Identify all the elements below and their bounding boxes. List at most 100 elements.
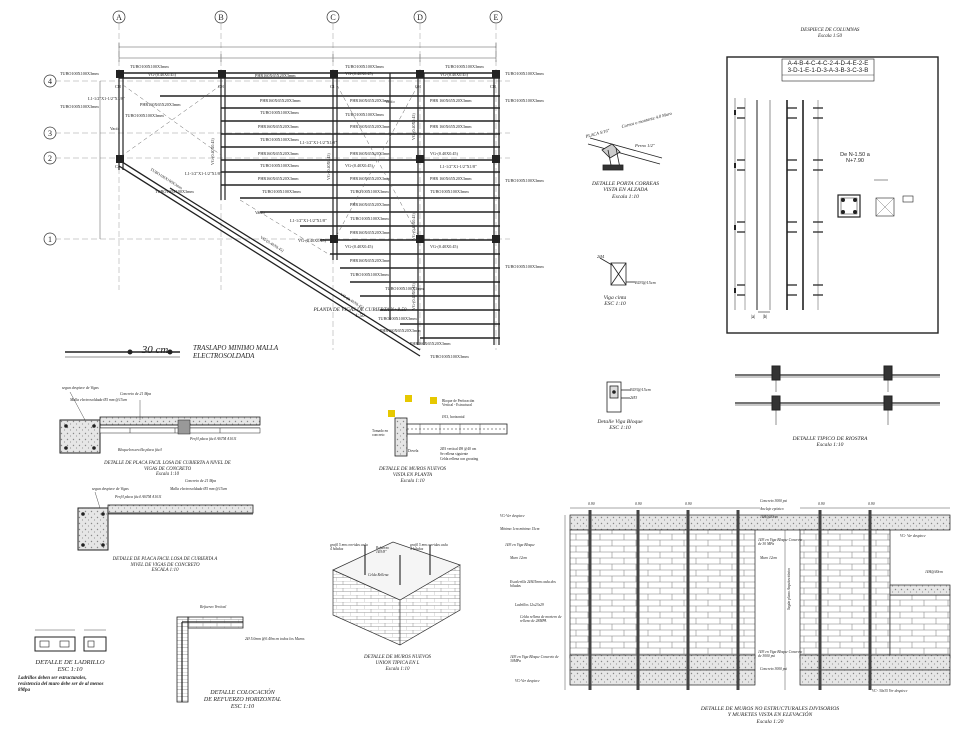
elev-left-0: VG-Ver despiece: [500, 514, 525, 518]
svg-text:Bloque de Perforación: Bloque de Perforación: [442, 399, 475, 403]
svg-text:PHR160X65X20X3mm: PHR160X65X20X3mm: [350, 124, 391, 129]
svg-text:L1-1/2"X1-1/2"X1/8": L1-1/2"X1-1/2"X1/8": [440, 164, 477, 169]
svg-text:L1-1/2"X1-1/2"X1/8": L1-1/2"X1-1/2"X1/8": [290, 218, 327, 223]
svg-text:PHR160X65X20X3mm: PHR160X65X20X3mm: [350, 258, 391, 263]
svg-text:VG-(0.40X0.45): VG-(0.40X0.45): [210, 138, 215, 165]
svg-text:CH: CH: [490, 84, 496, 89]
placa-losa-1-drawing: [59, 391, 261, 454]
svg-text:VG-(0.40X0.45): VG-(0.40X0.45): [345, 71, 374, 76]
svg-text:CH: CH: [218, 84, 224, 89]
refuerzo-note-1: 2Ø 5.0mm @0.40m en todos los Muros: [245, 637, 305, 641]
svg-text:Vacío: Vacío: [255, 210, 265, 215]
muros-planta-title: DETALLE DE MUROS NUEVOS VISTA EN PLANTA …: [378, 467, 447, 484]
svg-text:TUBO100X100X3mm: TUBO100X100X3mm: [260, 110, 299, 115]
elev-left-2: 1Ø3 en Viga Bloque: [505, 543, 535, 547]
svg-text:VG-(0.40X0.45): VG-(0.40X0.45): [148, 72, 177, 77]
svg-text:TUBO100X100X3mm: TUBO100X100X3mm: [260, 163, 299, 168]
union-note-3: grafil 5 mm corridas cada 4 hiladas: [410, 543, 448, 552]
placa-1-note-0: segun despiece de Vigas: [62, 386, 99, 390]
svg-text:PHR160X65X20X3mm: PHR160X65X20X3mm: [258, 176, 299, 181]
elev-right-2: 1Ø4@40cm: [760, 515, 778, 519]
svg-text:EØ3@15cm: EØ3@15cm: [629, 387, 651, 392]
svg-text:PHR160X65X20X3mm: PHR160X65X20X3mm: [350, 202, 391, 207]
refuerzo-note-0: Refuerzo Vertical: [200, 605, 227, 609]
svg-text:0.90: 0.90: [868, 502, 875, 506]
svg-text:concreto: concreto: [372, 433, 385, 437]
placa-1-note-2: Malla electrosoldada Ø5 mm @15cm: [70, 398, 128, 402]
svg-text:PHR160X65X20X3mm: PHR160X65X20X3mm: [260, 98, 301, 103]
elev-right-6: 1Ø4@40cm: [925, 570, 943, 574]
svg-text:0.90: 0.90: [818, 502, 825, 506]
placa-1-note-1: Concreto de 21 Mpa: [120, 392, 152, 396]
svg-text:Ø13, horizontal: Ø13, horizontal: [442, 415, 465, 420]
svg-text:C4: C4: [115, 164, 121, 169]
muros-planta-drawing: [388, 395, 508, 457]
elev-left-7: 1Ø3 en Viga Bloque Concreto de 30MPa: [510, 655, 559, 664]
refuerzo-drawing: [176, 616, 244, 703]
grid-col-a: A: [116, 13, 122, 22]
elev-left-5: Ladrillos 12x23x29: [515, 603, 544, 607]
svg-text:VG-(0.40X0.45): VG-(0.40X0.45): [440, 72, 469, 77]
placa-2-note-2: Malla electrosoldada Ø5 mm @15cm: [170, 487, 228, 491]
placa-losa-1-title: DETALLE DE PLACA FACIL LOSA DE CUBIERTA …: [104, 461, 231, 478]
svg-text:2Ø3 vertical Ø8 @40 cm: 2Ø3 vertical Ø8 @40 cm: [440, 447, 476, 451]
plan-drawing: TUBO100X100X3mm VG-(0.40X0.45) PHR160X65…: [43, 10, 544, 359]
column-schedule-header-2: 3-D-1-E-1-D-3-A-3-B-3-C-3-B: [787, 67, 869, 74]
svg-text:TUBO100X100X3mm: TUBO100X100X3mm: [260, 137, 299, 142]
svg-text:TUBO100X100X3mm: TUBO100X100X3mm: [505, 98, 544, 103]
elev-right-1: Anclaje epóxico: [760, 507, 784, 511]
placa-losa-2-title: DETALLE DE PLACA FACIL LOSA DE CUBIERTA …: [112, 557, 218, 574]
svg-text:PHR160X65X20X3mm: PHR160X65X20X3mm: [350, 176, 391, 181]
svg-text:VG-(0.40X0.45): VG-(0.40X0.45): [430, 151, 459, 156]
svg-text:VG-(0.40X0.45): VG-(0.40X0.45): [345, 244, 374, 249]
union-note-2: Celda Rellena: [368, 573, 389, 577]
column-schedule-header-1: A-4-B-4-C-4-C-2-4-D-4-E-2-E: [787, 60, 869, 67]
viga-bloque-title: Detalle Viga Bloque ESC 1:10: [597, 419, 643, 432]
svg-text:Celda rellena con grouting: Celda rellena con grouting: [440, 457, 478, 461]
elev-left-3: Muro 12cm: [510, 556, 527, 560]
svg-text:VG-(0.40X0.45): VG-(0.40X0.45): [411, 113, 416, 140]
svg-text:TUBO100X100X3mm: TUBO100X100X3mm: [125, 113, 164, 118]
svg-text:Correa o montante 4.0 Muro: Correa o montante 4.0 Muro: [621, 111, 673, 129]
svg-text:PHR160X65X20X3mm: PHR160X65X20X3mm: [140, 102, 181, 107]
column-level-label: De N-1.50 a N+7.90: [840, 152, 870, 165]
grid-row-4: 4: [48, 77, 52, 86]
svg-text:TUBO100X100X3mm: TUBO100X100X3mm: [505, 178, 544, 183]
svg-text:TUBO100X100X3mm: TUBO100X100X3mm: [60, 104, 99, 109]
column-mark-b: |b|: [762, 315, 768, 320]
svg-text:TUBO100X100X3mm: TUBO100X100X3mm: [385, 286, 424, 291]
svg-text:PHR160X65X20X3mm: PHR160X65X20X3mm: [258, 151, 299, 156]
svg-text:TUBO100X100X3mm: TUBO100X100X3mm: [350, 216, 389, 221]
placa-losa-2-drawing: [77, 491, 254, 551]
svg-text:TUBO100X100X3mm: TUBO100X100X3mm: [345, 112, 384, 117]
svg-text:Vacío: Vacío: [385, 99, 395, 104]
placa-1-note-3: Perfil placa fácil ASTM A1011: [190, 437, 237, 441]
svg-text:EØ3@15cm: EØ3@15cm: [634, 280, 656, 285]
traslapo-symbol: [65, 349, 180, 358]
elev-right-8: Concreto 3000 psi: [760, 667, 788, 671]
grid-row-3: 3: [48, 129, 52, 138]
svg-text:PHR160X65X20X3mm: PHR160X65X20X3mm: [350, 230, 391, 235]
elev-left-6: Celda rellena de mortero de relleno de 2…: [520, 615, 562, 624]
grid-col-b: B: [218, 13, 223, 22]
elevacion-title: DETALLE DE MUROS NO ESTRUCTURALES DIVISO…: [700, 706, 840, 725]
svg-text:TUBO100X100X3mm: TUBO100X100X3mm: [130, 64, 169, 69]
riostra-drawing: [735, 365, 940, 425]
svg-text:Tomado en: Tomado en: [372, 429, 388, 433]
elev-right-5: VG- Ver despiece: [900, 534, 926, 538]
elev-right-3: 1Ø3 en Viga Bloque Concreto de 30 MPa: [758, 538, 803, 547]
svg-text:CH: CH: [415, 84, 421, 89]
column-schedule-frame: [726, 56, 939, 334]
svg-text:TUBO100X100X3mm: TUBO100X100X3mm: [505, 264, 544, 269]
elevacion-drawing: [564, 507, 951, 690]
svg-text:CH: CH: [115, 84, 121, 89]
union-note-1: Refuerzo 1Ø3/8": [376, 546, 389, 555]
svg-text:2Ø3: 2Ø3: [630, 395, 637, 400]
svg-text:TUBO100X100X3mm: TUBO100X100X3mm: [378, 316, 417, 321]
svg-text:VG-(0.40X0.45): VG-(0.40X0.45): [411, 283, 416, 310]
svg-text:TUBO100X100X3mm: TUBO100X100X3mm: [350, 272, 389, 277]
svg-text:TUBO100X100X3mm: TUBO100X100X3mm: [350, 189, 389, 194]
ladrillo-title: DETALLE DE LADRILLO ESC 1:10: [35, 659, 105, 674]
